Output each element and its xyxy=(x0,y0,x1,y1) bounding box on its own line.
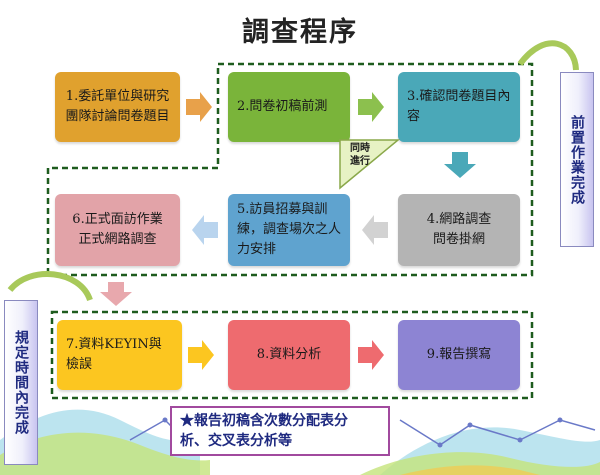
side-label-prep-complete: 前置作業完成 xyxy=(560,72,594,247)
step-7-box: 7.資料KEYIN與檢誤 xyxy=(57,320,182,390)
report-note-text: ★報告初稿含次數分配表分 析、交叉表分析等 xyxy=(180,413,348,449)
page-title: 調查程序 xyxy=(242,17,358,48)
step-2-box: 2.問卷初稿前測 xyxy=(228,72,350,142)
step-4-box: 4.網路調查 問卷掛網 xyxy=(398,194,520,266)
arrow-right-icon xyxy=(358,340,384,370)
arrow-right-icon xyxy=(358,92,384,122)
arrow-down-icon xyxy=(100,282,132,306)
step-4-label: 4.網路調查 問卷掛網 xyxy=(426,212,492,247)
step-6-label: 6.正式面訪作業 正式網路調查 xyxy=(72,212,163,247)
sync-label: 同時 進行 xyxy=(350,143,370,167)
step-6-box: 6.正式面訪作業 正式網路調查 xyxy=(55,194,180,266)
step-3-box: 3.確認問卷題目內容 xyxy=(398,72,520,142)
step-5-box: 5.訪員招募與訓練，調查場次之人力安排 xyxy=(228,194,350,266)
arrow-right-icon xyxy=(188,340,214,370)
arrow-left-icon xyxy=(362,215,388,245)
arrow-down-icon xyxy=(444,152,476,178)
report-note-box: ★報告初稿含次數分配表分 析、交叉表分析等 xyxy=(170,406,390,456)
sync-triangle xyxy=(339,139,400,190)
side-label-time-complete: 規定時間內完成 xyxy=(4,300,38,465)
side-label-prep-text: 前置作業完成 xyxy=(569,114,585,205)
step-9-label: 9.報告撰寫 xyxy=(426,347,492,362)
step-1-box: 1.委託單位與研究團隊討論問卷題目 xyxy=(55,72,180,142)
step-5-label: 5.訪員招募與訓練，調查場次之人力安排 xyxy=(237,202,342,257)
step-8-label: 8.資料分析 xyxy=(256,347,322,362)
step-2-label: 2.問卷初稿前測 xyxy=(237,99,328,114)
step-7-label: 7.資料KEYIN與檢誤 xyxy=(66,337,162,372)
step-9-box: 9.報告撰寫 xyxy=(398,320,520,390)
step-8-box: 8.資料分析 xyxy=(228,320,350,390)
arrow-left-icon xyxy=(192,215,218,245)
side-label-time-text: 規定時間內完成 xyxy=(13,330,29,435)
arrow-right-icon xyxy=(186,92,212,122)
step-3-label: 3.確認問卷題目內容 xyxy=(407,89,511,124)
step-1-label: 1.委託單位與研究團隊討論問卷題目 xyxy=(65,89,170,124)
